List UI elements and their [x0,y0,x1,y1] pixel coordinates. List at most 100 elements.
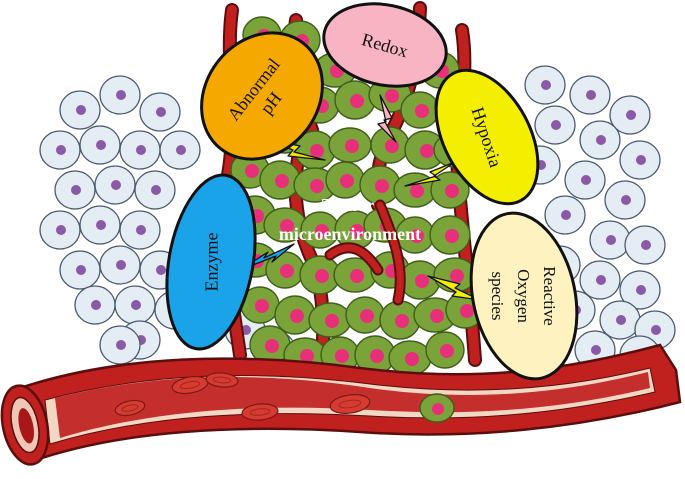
tumor-cell-nucleus [280,219,294,233]
ros-label-line: Oxygen [514,269,533,323]
normal-cell-nucleus [651,325,661,335]
tumor-cell-nucleus [245,164,259,178]
normal-cell-nucleus [636,285,646,295]
red-blood-cell [114,399,146,417]
normal-cell-nucleus [136,145,146,155]
tumor-cell-nucleus [385,139,399,153]
normal-cell-nucleus [116,340,126,350]
tumor-cell-nucleus [440,344,454,358]
enzyme-bubble: Enzyme [165,173,257,351]
tumor-cell-nucleus [405,352,419,366]
tumor-cell-nucleus [430,309,444,323]
tumor-cell-nucleus [335,349,349,363]
normal-cell-nucleus [551,120,561,130]
hypoxia-bubble: Hypoxia [434,68,540,206]
ros-bolt [427,275,481,301]
tumor-cell-nucleus [420,144,434,158]
normal-cell-nucleus [96,140,106,150]
normal-cell-nucleus [586,90,596,100]
normal-cell-nucleus [151,185,161,195]
ros-label-line: species [488,271,507,320]
red-blood-cell-dimple [249,408,271,416]
normal-cell-nucleus [581,175,591,185]
tumor-cell-nucleus [415,104,429,118]
tumor-cell-nucleus [310,179,324,193]
normal-cell-nucleus [56,145,66,155]
red-blood-cell-dimple [212,376,232,384]
enzyme-label: Enzyme [201,233,221,292]
red-blood-cell [329,394,371,414]
tumor-cell-nucleus [315,224,329,238]
red-blood-cell-dimple [338,399,362,409]
normal-cell-nucleus [116,90,126,100]
normal-cell-nucleus [131,300,141,310]
normal-cell-nucleus [591,345,601,355]
tumor-cell-nucleus [300,349,314,363]
vessel-opening-lumen [18,408,34,444]
tumor-cell-nucleus [445,184,459,198]
tumor-cell-nucleus [375,179,389,193]
capillary [326,244,382,274]
normal-cell-nucleus [156,265,166,275]
red-blood-cell [205,372,239,388]
tumor-cell-nucleus [345,139,359,153]
enzyme-label-line: Enzyme [201,233,221,292]
tumor-cell-nucleus [255,299,269,313]
ros-label-line: Reactive [540,266,559,325]
normal-cell-nucleus [91,300,101,310]
normal-cell-nucleus [136,225,146,235]
tumor-cell-nucleus [290,309,304,323]
enzyme-bubble-shape [165,173,257,351]
normal-cell-nucleus [626,110,636,120]
normal-cell-nucleus [111,180,121,190]
red-blood-cell-dimple [179,380,201,390]
normal-cell-nucleus [156,107,166,117]
abnormal-ph-bubble: AbnormalpH [200,31,324,161]
tumor-cell-nucleus [410,184,424,198]
normal-cell-nucleus [541,80,551,90]
red-blood-cell-dimple [121,404,139,412]
redox-bubble-shape [322,2,448,88]
tumor-cell-nucleus [350,269,364,283]
normal-cell-nucleus [56,225,66,235]
normal-cell-nucleus [636,155,646,165]
normal-cell-nucleus [76,265,86,275]
normal-cell-nucleus [71,185,81,195]
center-label-line-1: Tumor [322,195,374,215]
normal-cell-nucleus [561,210,571,220]
tumor-cell-nucleus [410,229,424,243]
tumor-cell-nucleus [340,174,354,188]
normal-cell-nucleus [76,105,86,115]
tumor-cell-nucleus [350,224,364,238]
tumor-cell-nucleus [360,309,374,323]
tumor-cell-nucleus [385,89,399,103]
redox-bubble: Redox [322,2,448,88]
normal-cell-nucleus [606,235,616,245]
normal-cell-nucleus [96,220,106,230]
normal-cell-nucleus [616,315,626,325]
tumor-cell-nucleus [275,174,289,188]
normal-cell-nucleus [596,135,606,145]
tumor-cell-nucleus [325,314,339,328]
normal-cell-nucleus [621,195,631,205]
center-label: Tumor microenvironment [279,195,421,244]
circulating-tumor-cell-nucleus [432,403,444,415]
redox-bolt [377,94,397,143]
tumor-cell-nucleus [315,269,329,283]
abnormal-ph-bubble-shape [200,31,324,161]
red-blood-cell [241,403,279,421]
normal-cell-nucleus [596,275,606,285]
tumor-cell-nucleus [395,314,409,328]
tumor-cell-nucleus [450,269,464,283]
tumor-cell-nucleus [460,304,474,318]
ros-label: Reactive Oxygen species [488,266,559,325]
tumor-cell-nucleus [265,339,279,353]
tumor-cell-nucleus [350,94,364,108]
hypoxia-bubble-shape [434,68,540,206]
tumor-cell-nucleus [280,264,294,278]
capillary [376,201,404,304]
tumor-cell-nucleus [445,229,459,243]
